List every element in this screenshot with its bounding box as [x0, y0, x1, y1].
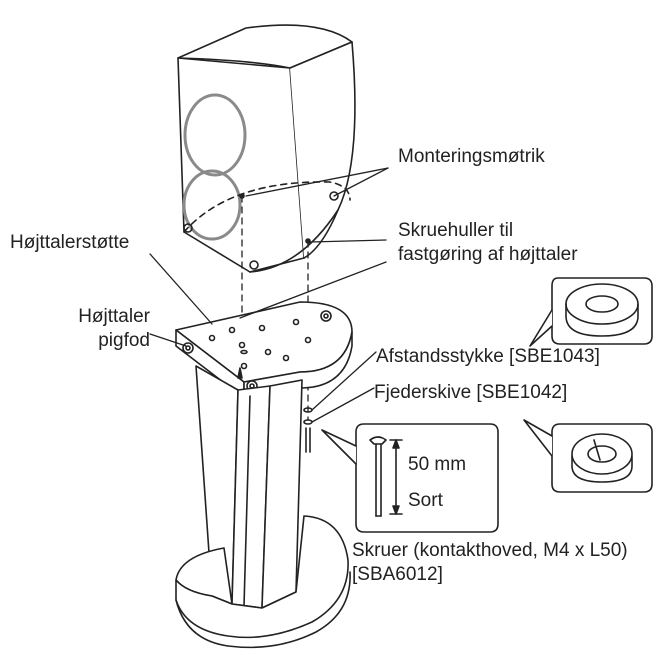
label-spike-line2: pigfod	[98, 330, 150, 351]
label-screw-holes-line1: Skruehuller til	[398, 220, 514, 241]
label-screw-holes-line2: fastgøring af højttaler	[398, 244, 578, 265]
label-spring-washer: Fjederskive [SBE1042]	[374, 382, 568, 403]
speaker-driver-rings	[182, 93, 247, 241]
label-screws-line2: [SBA6012]	[352, 564, 443, 585]
spring-washer-detail-callout	[523, 419, 653, 493]
label-speaker-stand: Højttalerstøtte	[10, 232, 130, 253]
label-spike-line1: Højttaler	[78, 306, 150, 327]
label-screws-line1: Skruer (kontakthoved, M4 x L50)	[352, 540, 628, 561]
label-mounting-nut: Monteringsmøtrik	[398, 146, 545, 167]
label-spacer: Afstandsstykke [SBE1043]	[376, 346, 600, 367]
callout-leader-lines	[149, 167, 389, 423]
spike-icon	[237, 367, 243, 379]
stand-base	[175, 515, 351, 649]
plate-hole-icons	[182, 310, 332, 392]
spacer-detail-callout	[529, 277, 653, 347]
screw-color-value: Sort	[408, 490, 443, 511]
stand-pillars	[195, 365, 303, 609]
speaker-base-outline	[183, 181, 351, 233]
screw-detail-box	[321, 423, 499, 533]
speaker-cabinet	[177, 24, 356, 273]
screw-length-value: 50 mm	[408, 454, 467, 475]
